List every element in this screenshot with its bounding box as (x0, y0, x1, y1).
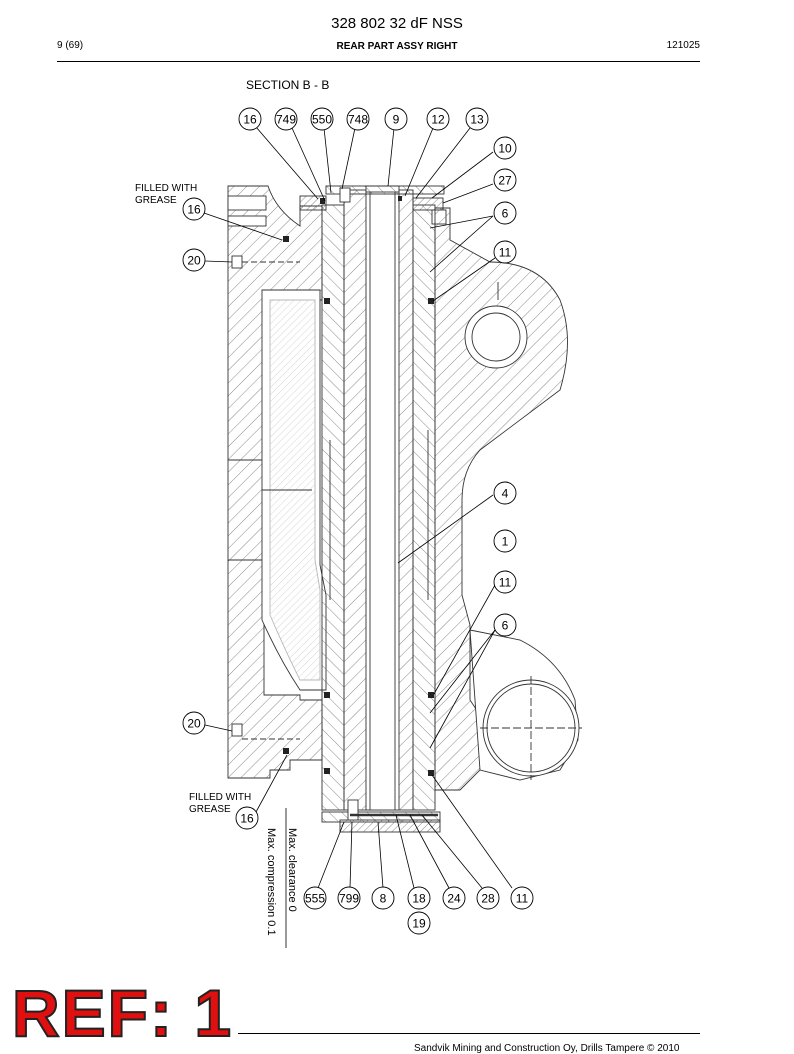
item-balloons: 16 749 550 748 9 12 13 10 27 6 11 16 20 … (182, 107, 534, 935)
note-max-clearance: Max. clearance 0 (286, 828, 298, 912)
svg-text:16: 16 (243, 113, 257, 127)
svg-text:749: 749 (276, 113, 296, 127)
balloon-16: 16 (182, 197, 206, 221)
balloon-20: 20 (182, 711, 206, 735)
right-housing (434, 207, 582, 791)
note-grease-bottom-2: GREASE (189, 804, 231, 815)
balloon-799: 799 (337, 886, 361, 910)
svg-text:550: 550 (312, 113, 332, 127)
balloon-555: 555 (303, 886, 327, 910)
balloon-1: 1 (493, 529, 517, 553)
note-grease-top-1: FILLED WITH (135, 183, 197, 194)
svg-text:11: 11 (499, 246, 512, 260)
svg-text:11: 11 (516, 892, 529, 906)
svg-text:28: 28 (481, 892, 495, 906)
balloon-13: 13 (465, 107, 489, 131)
balloon-20: 20 (182, 248, 206, 272)
footer-divider (238, 1033, 700, 1034)
svg-text:4: 4 (502, 487, 509, 501)
header-divider (57, 61, 700, 62)
svg-text:748: 748 (348, 113, 368, 127)
left-housing (227, 185, 327, 779)
balloon-6: 6 (493, 201, 517, 225)
svg-text:12: 12 (431, 113, 445, 127)
balloon-16: 16 (235, 806, 259, 830)
svg-text:8: 8 (380, 892, 387, 906)
svg-text:11: 11 (499, 576, 512, 590)
balloon-749: 749 (274, 107, 298, 131)
note-max-compression: Max. compression 0.1 (265, 828, 277, 936)
balloon-11: 11 (510, 886, 534, 910)
balloon-550: 550 (310, 107, 334, 131)
balloon-9: 9 (384, 107, 408, 131)
center-shaft (321, 185, 436, 811)
seals (283, 196, 434, 776)
svg-text:6: 6 (502, 207, 509, 221)
svg-text:9: 9 (393, 113, 400, 127)
bottom-cap (321, 799, 441, 833)
balloon-16: 16 (238, 107, 262, 131)
section-label: SECTION B - B (246, 78, 330, 92)
svg-text:27: 27 (498, 174, 512, 188)
balloon-4: 4 (493, 481, 517, 505)
svg-text:10: 10 (498, 142, 512, 156)
section-title: REAR PART ASSY RIGHT (336, 41, 458, 52)
balloon-10: 10 (493, 136, 517, 160)
svg-text:799: 799 (339, 892, 359, 906)
svg-text:1: 1 (502, 535, 509, 549)
balloon-11: 11 (493, 570, 517, 594)
page-number: 9 (69) (57, 40, 84, 51)
balloon-12: 12 (426, 107, 450, 131)
document-title: 328 802 32 dF NSS (331, 15, 463, 32)
balloon-24: 24 (442, 886, 466, 910)
svg-text:555: 555 (305, 892, 325, 906)
ref-stamp: REF: 1 (11, 976, 234, 1050)
svg-text:18: 18 (412, 892, 426, 906)
svg-text:19: 19 (412, 917, 426, 931)
svg-text:24: 24 (447, 892, 461, 906)
svg-text:16: 16 (240, 812, 254, 826)
note-grease-top-2: GREASE (135, 195, 177, 206)
balloon-8: 8 (371, 886, 395, 910)
balloon-27: 27 (493, 168, 517, 192)
balloon-18: 18 (407, 886, 431, 910)
leader-lines (203, 126, 513, 948)
balloon-748: 748 (346, 107, 370, 131)
svg-text:6: 6 (502, 619, 509, 633)
balloon-6: 6 (493, 613, 517, 637)
footer-copyright: Sandvik Mining and Construction Oy, Dril… (414, 1043, 680, 1054)
balloon-11: 11 (493, 240, 517, 264)
svg-text:20: 20 (187, 717, 201, 731)
svg-text:13: 13 (470, 113, 484, 127)
note-grease-bottom-1: FILLED WITH (189, 792, 251, 803)
document-code: 121025 (666, 40, 700, 51)
drawing-notes: FILLED WITH GREASE FILLED WITH GREASE Ma… (135, 183, 298, 936)
balloon-28: 28 (476, 886, 500, 910)
svg-text:16: 16 (187, 203, 201, 217)
balloon-19: 19 (407, 911, 431, 935)
svg-text:20: 20 (187, 254, 201, 268)
